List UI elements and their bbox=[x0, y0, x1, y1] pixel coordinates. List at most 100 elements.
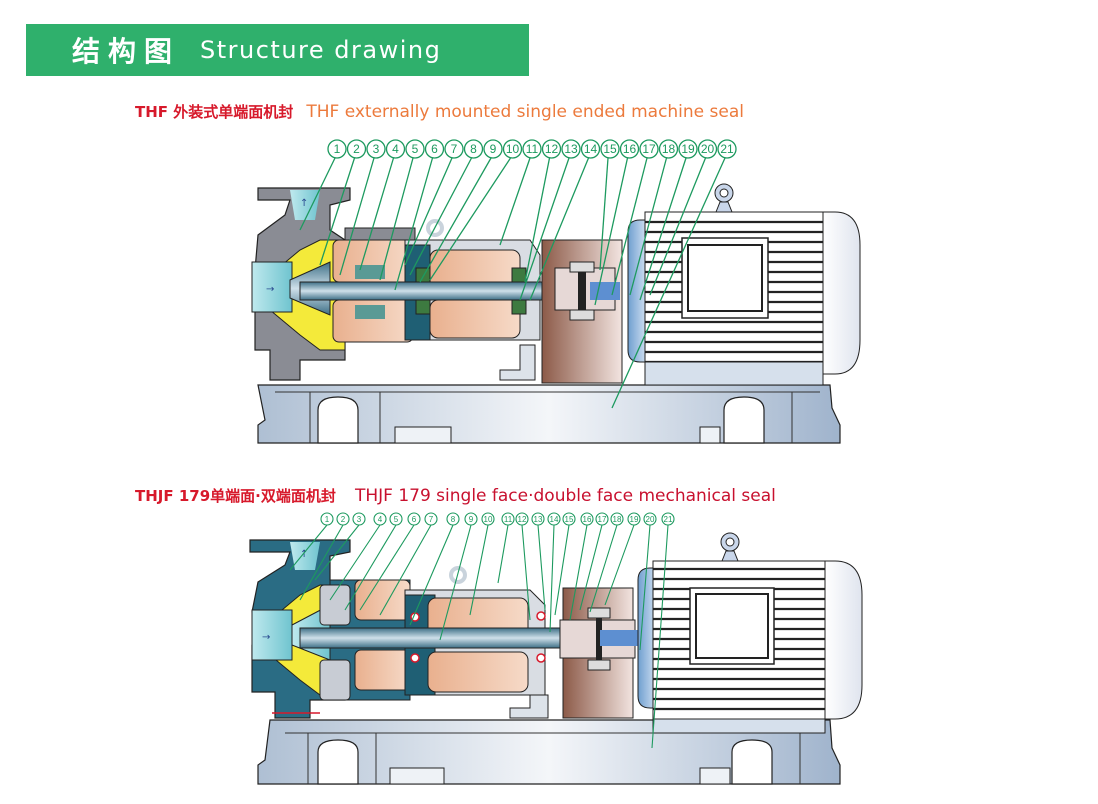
callout-leader-line bbox=[529, 157, 590, 301]
bearing-icon bbox=[410, 653, 420, 663]
callout-leader-line bbox=[379, 524, 432, 616]
callout-leader-line bbox=[289, 524, 328, 571]
callout-number: 12 bbox=[545, 142, 559, 156]
callout-number: 5 bbox=[412, 142, 419, 156]
callout-leader-line bbox=[469, 524, 489, 616]
callout-number: 19 bbox=[681, 142, 695, 156]
callout-leader-line bbox=[394, 157, 434, 291]
callout-circle bbox=[463, 139, 484, 159]
callout-leader-line bbox=[299, 157, 336, 231]
diagram-2-caption-en: THJF 179 single face·double face mechani… bbox=[354, 486, 776, 506]
callout-circle bbox=[407, 512, 421, 526]
coupling-housing bbox=[559, 587, 638, 719]
callout-circle bbox=[464, 512, 478, 526]
motor-fan-cover bbox=[824, 560, 863, 720]
callout-number: 8 bbox=[451, 515, 456, 524]
callout-number: 13 bbox=[534, 515, 543, 524]
callout-circle bbox=[643, 512, 657, 526]
callout-leader-line bbox=[344, 524, 397, 611]
callout-number: 18 bbox=[662, 142, 676, 156]
callout-number: 4 bbox=[392, 142, 399, 156]
callout-leader-line bbox=[589, 524, 618, 613]
callout-leader-line bbox=[579, 524, 603, 611]
section-title-en: Structure drawing bbox=[200, 36, 442, 64]
coupling-housing bbox=[541, 239, 623, 384]
callout-circle bbox=[580, 139, 601, 159]
callout-leader-line bbox=[604, 524, 635, 606]
callout-number: 15 bbox=[565, 515, 574, 524]
diagram-2-caption-cn: THJF 179单端面·双端面机封 bbox=[135, 487, 336, 505]
callout-leader-line bbox=[404, 157, 453, 266]
callout-leader-line bbox=[319, 157, 356, 266]
callout-number: 5 bbox=[394, 515, 399, 524]
callout-leader-line bbox=[359, 524, 415, 611]
callout-leader-line bbox=[537, 524, 546, 611]
callout-number: 20 bbox=[646, 515, 655, 524]
callout-leader-line bbox=[429, 157, 512, 281]
callout-circle bbox=[405, 139, 425, 159]
seal-housing bbox=[332, 227, 416, 343]
callout-circle bbox=[561, 139, 581, 159]
electric-motor bbox=[627, 183, 861, 386]
section-header-banner: 结构图 Structure drawing bbox=[26, 24, 529, 76]
callout-number: 15 bbox=[603, 142, 617, 156]
callout-circle bbox=[697, 139, 718, 159]
callout-circle bbox=[424, 139, 445, 159]
section-title-cn: 结构图 bbox=[72, 35, 181, 68]
callout-number: 16 bbox=[623, 142, 637, 156]
callout-leader-line bbox=[629, 157, 668, 296]
callout-circle bbox=[366, 139, 386, 159]
callout-circle bbox=[515, 512, 529, 526]
callout-circle bbox=[385, 139, 406, 159]
callout-circle bbox=[502, 139, 523, 159]
callout-circle bbox=[678, 139, 698, 159]
callout-circle bbox=[424, 512, 438, 526]
callout-number: 1 bbox=[325, 515, 330, 524]
motor-fan-cover bbox=[822, 211, 861, 375]
callout-circle bbox=[661, 512, 675, 526]
callout-circle bbox=[444, 139, 464, 159]
callout-number: 13 bbox=[564, 142, 578, 156]
callout-number: 2 bbox=[353, 142, 360, 156]
callout-circle bbox=[600, 139, 620, 159]
callout-leader-line bbox=[651, 524, 669, 749]
diagram-2-thjf179-pump: → ↑ bbox=[249, 512, 863, 785]
base-frame bbox=[257, 384, 841, 444]
callout-number: 3 bbox=[357, 515, 362, 524]
callout-leader-line bbox=[611, 157, 726, 409]
callout-number: 6 bbox=[412, 515, 417, 524]
callout-leader-line bbox=[594, 157, 629, 306]
callout-leader-line bbox=[314, 524, 360, 581]
callout-number: 16 bbox=[583, 515, 592, 524]
lifting-eye bbox=[426, 219, 444, 237]
callout-number: 1 bbox=[334, 142, 341, 156]
callout-leader-line bbox=[299, 524, 344, 601]
callout-number: 3 bbox=[373, 142, 380, 156]
callout-leader-line bbox=[519, 157, 570, 301]
diagram-1-caption-en: THF externally mounted single ended mach… bbox=[306, 102, 745, 122]
callout-circle bbox=[531, 512, 545, 526]
callout-circle bbox=[320, 512, 334, 526]
callout-circle bbox=[658, 139, 679, 159]
callout-leader-line bbox=[554, 524, 570, 616]
callout-circle bbox=[501, 512, 515, 526]
callout-leader-line bbox=[439, 524, 472, 641]
callout-circle bbox=[481, 512, 495, 526]
callout-number: 4 bbox=[378, 515, 383, 524]
callout-circle bbox=[639, 139, 659, 159]
callout-circle bbox=[595, 512, 609, 526]
callout-number: 10 bbox=[506, 142, 520, 156]
callout-leader-line bbox=[521, 524, 531, 621]
callout-number: 21 bbox=[720, 142, 734, 156]
callout-leader-line bbox=[497, 524, 509, 584]
callout-leader-line bbox=[419, 157, 492, 283]
callout-leader-line bbox=[599, 157, 609, 271]
flow-arrow-icon: → bbox=[266, 284, 274, 295]
callout-leader-line bbox=[409, 157, 473, 276]
base-frame bbox=[257, 719, 841, 785]
callout-number: 21 bbox=[664, 515, 673, 524]
pump-shaft bbox=[299, 627, 596, 649]
